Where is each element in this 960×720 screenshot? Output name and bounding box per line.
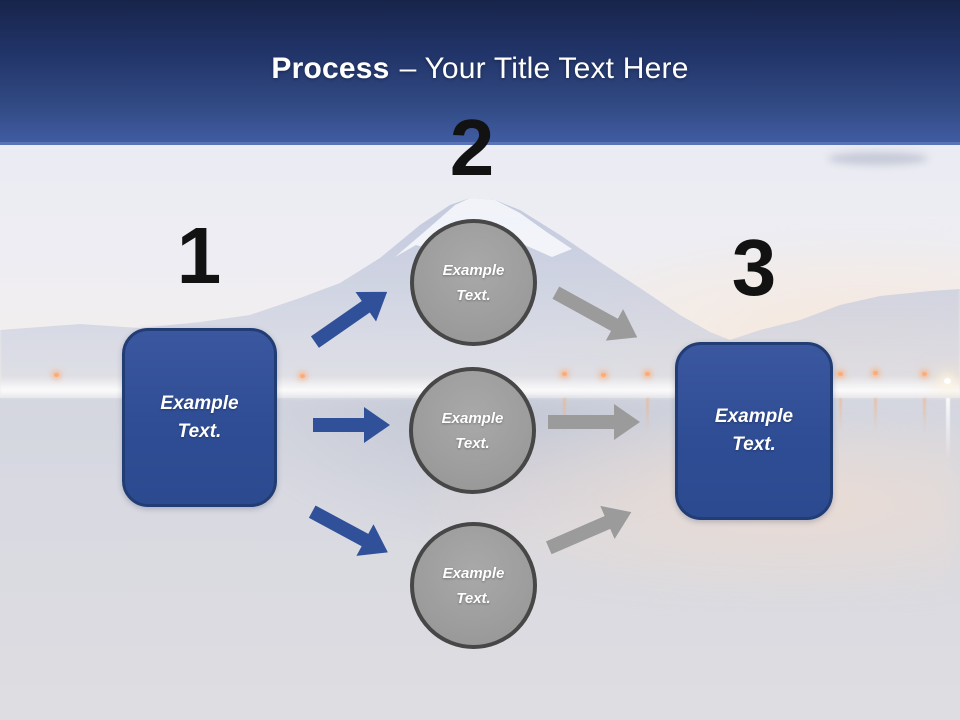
light-reflection-streak bbox=[646, 398, 649, 432]
arrow-middle-circle-to-right[interactable] bbox=[548, 404, 640, 440]
slide-title-bold: Process bbox=[271, 52, 390, 85]
circle-middle-label[interactable]: Example Text. bbox=[441, 409, 504, 452]
circle-bottom-label[interactable]: Example Text. bbox=[442, 564, 505, 607]
step2-circle-middle[interactable]: Example Text. bbox=[409, 367, 536, 494]
shore-light bbox=[922, 372, 927, 376]
shore-light bbox=[838, 372, 843, 376]
shore-light bbox=[601, 373, 606, 377]
arrow-top-circle-to-right[interactable] bbox=[547, 277, 646, 353]
shore-light bbox=[300, 374, 305, 378]
step2-circle-top[interactable]: Example Text. bbox=[410, 219, 537, 346]
arrow-left-to-top-circle[interactable] bbox=[305, 277, 398, 357]
step-number-2[interactable]: 2 bbox=[449, 103, 495, 192]
step3-box[interactable]: Example Text. bbox=[675, 342, 833, 520]
step1-box[interactable]: Example Text. bbox=[122, 328, 277, 507]
arrow-left-to-middle-circle[interactable] bbox=[313, 407, 390, 443]
step-number-1[interactable]: 1 bbox=[176, 211, 222, 300]
light-reflection-streak bbox=[923, 398, 926, 432]
step3-box-label[interactable]: Example Text. bbox=[714, 406, 794, 455]
shore-light bbox=[645, 372, 650, 376]
slide-title-regular: – Your Title Text Here bbox=[399, 52, 689, 85]
title-bar: Process – Your Title Text Here bbox=[0, 0, 960, 145]
shore-light bbox=[562, 372, 567, 376]
bright-shore-light bbox=[944, 378, 951, 384]
step2-circle-bottom[interactable]: Example Text. bbox=[410, 522, 537, 649]
shore-light bbox=[54, 373, 59, 377]
circle-top-label[interactable]: Example Text. bbox=[442, 261, 505, 304]
shore-light bbox=[873, 371, 878, 375]
arrow-bottom-circle-to-right[interactable] bbox=[542, 496, 639, 565]
step1-box-label[interactable]: Example Text. bbox=[160, 392, 239, 442]
slide-title[interactable]: Process – Your Title Text Here bbox=[0, 52, 960, 86]
light-reflection-streak bbox=[874, 398, 877, 432]
step-number-3[interactable]: 3 bbox=[731, 223, 777, 312]
light-reflection-streak bbox=[946, 398, 950, 460]
arrow-left-to-bottom-circle[interactable] bbox=[304, 496, 397, 568]
light-reflection-streak bbox=[839, 398, 842, 432]
cloud bbox=[828, 152, 928, 165]
